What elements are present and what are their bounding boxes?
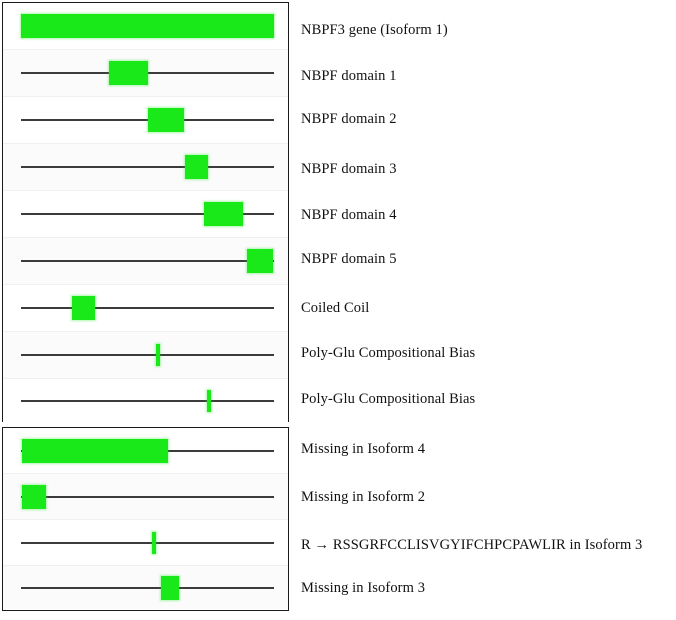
feature-block[interactable]: [204, 202, 243, 226]
track-row[interactable]: [3, 238, 288, 285]
feature-tick[interactable]: [152, 531, 156, 554]
track-label-poly-glu-1: Poly-Glu Compositional Bias: [301, 345, 476, 361]
track-label-missing-isoform-2: Missing in Isoform 2: [301, 489, 426, 505]
backbone-line: [21, 586, 274, 589]
track-row[interactable]: [3, 3, 288, 50]
track-row[interactable]: [3, 379, 288, 422]
track-label-coiled-coil: Coiled Coil: [301, 300, 370, 316]
track-row[interactable]: [3, 191, 288, 238]
feature-block[interactable]: [185, 155, 208, 179]
track-label-missing-isoform-3: Missing in Isoform 3: [301, 580, 426, 596]
feature-block[interactable]: [22, 438, 168, 463]
track-label-poly-glu-2: Poly-Glu Compositional Bias: [301, 391, 476, 407]
track-row[interactable]: [3, 520, 288, 566]
feature-block[interactable]: [148, 108, 184, 132]
backbone-line: [21, 166, 274, 168]
track-label-nbpf-domain-2: NBPF domain 2: [301, 111, 397, 127]
track-label-nbpf-domain-4: NBPF domain 4: [301, 207, 397, 223]
backbone-line: [21, 541, 274, 544]
backbone-line: [21, 213, 274, 215]
backbone-line: [21, 260, 274, 262]
backbone-line: [21, 119, 274, 121]
backbone-line: [21, 495, 274, 498]
track-row[interactable]: [3, 566, 288, 609]
track-row[interactable]: [3, 50, 288, 97]
track-row[interactable]: [3, 285, 288, 332]
feature-block[interactable]: [109, 61, 148, 85]
features-panel: [2, 2, 289, 422]
feature-tick[interactable]: [207, 389, 211, 412]
track-row[interactable]: [3, 144, 288, 191]
track-row[interactable]: [3, 97, 288, 144]
track-label-nbpf-domain-3: NBPF domain 3: [301, 161, 397, 177]
feature-block[interactable]: [21, 14, 274, 38]
backbone-line: [21, 399, 274, 402]
track-row[interactable]: [3, 474, 288, 520]
feature-block[interactable]: [247, 249, 273, 273]
track-label-nbpf3-gene: NBPF3 gene (Isoform 1): [301, 22, 448, 38]
feature-tick[interactable]: [156, 344, 160, 366]
backbone-line: [21, 354, 274, 356]
track-label-nbpf-domain-1: NBPF domain 1: [301, 68, 397, 84]
track-label-variant-isoform-3: R → RSSGRFCCLISVGYIFCHPCPAWLIR in Isofor…: [301, 537, 643, 553]
feature-block[interactable]: [72, 296, 95, 320]
track-row[interactable]: [3, 332, 288, 379]
isoform-variants-panel: [2, 427, 289, 611]
feature-block[interactable]: [22, 484, 46, 509]
backbone-line: [21, 307, 274, 309]
track-label-missing-isoform-4: Missing in Isoform 4: [301, 441, 426, 457]
track-label-nbpf-domain-5: NBPF domain 5: [301, 251, 397, 267]
feature-block[interactable]: [161, 575, 179, 600]
track-row[interactable]: [3, 428, 288, 474]
